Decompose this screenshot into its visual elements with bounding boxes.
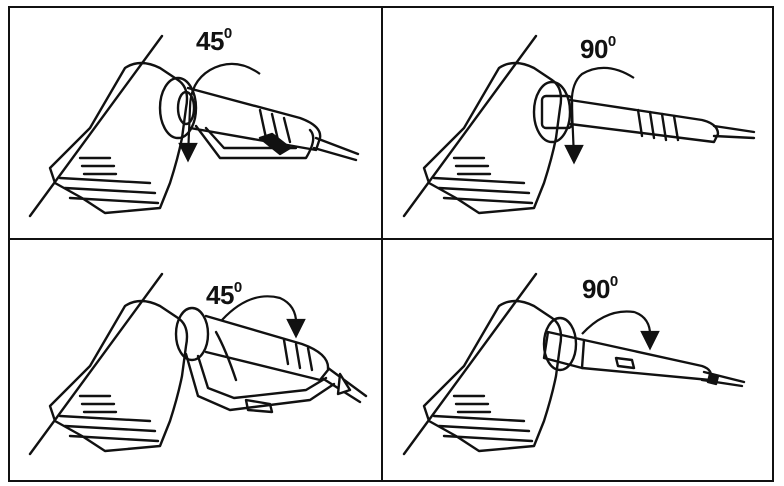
- panel-divider-horizontal: [8, 238, 774, 240]
- angle-label-2: 900: [580, 33, 616, 64]
- rotation-arrow-icon: [581, 310, 660, 351]
- panel-bottom-right: 900: [384, 240, 757, 470]
- drill-illustration-2: [402, 34, 756, 218]
- diagram-frame: [8, 6, 774, 482]
- panel-top-right: 900: [384, 8, 757, 238]
- angle-label-1: 450: [196, 25, 232, 56]
- drill-illustration-1: [28, 34, 360, 218]
- panel-divider-vertical: [381, 6, 383, 482]
- drill-illustration-4: [402, 272, 746, 456]
- drill-illustration-3: [28, 272, 368, 456]
- rotation-arrow-icon: [178, 62, 261, 163]
- panel-bottom-left: 450: [10, 240, 383, 470]
- rotation-arrow-icon: [221, 295, 306, 339]
- panel-top-left: 450: [10, 8, 383, 238]
- angle-label-4: 900: [582, 273, 618, 304]
- rotation-arrow-icon: [564, 66, 635, 165]
- angle-label-3: 450: [206, 279, 242, 310]
